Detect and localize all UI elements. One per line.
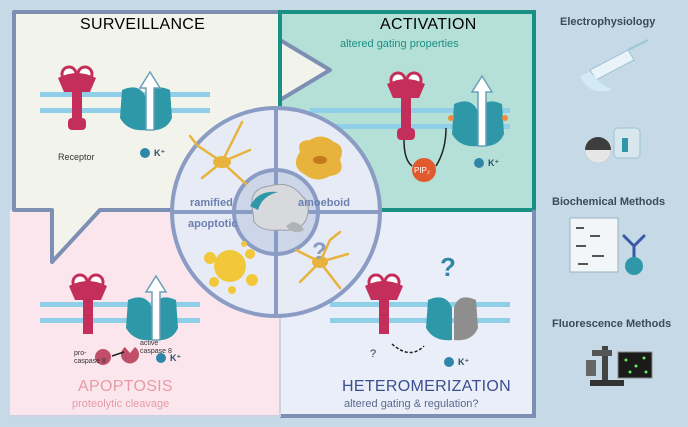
amoeboid-nucleus: [313, 156, 327, 164]
active-caspase-shape: [121, 347, 139, 364]
electrode-setup-icon: [585, 127, 641, 163]
channel-surveillance: [120, 70, 172, 131]
active-caspase-label: active caspase 8: [140, 340, 172, 355]
activation-subtitle: altered gating properties: [340, 38, 459, 50]
channel-apoptosis: [126, 274, 178, 341]
receptor-heteromerization: [365, 273, 403, 334]
unknown-microglia: [294, 230, 350, 290]
receptor-label: Receptor: [58, 152, 95, 162]
heteromer-unknown-mark: ?: [370, 348, 377, 360]
apoptotic-label: apoptotic: [188, 218, 238, 230]
heteromerization-frame: [280, 210, 536, 418]
receptor-activation: [387, 71, 425, 140]
fluorescence-monitor-icon: [617, 351, 653, 379]
biochemical-methods-label: Biochemical Methods: [552, 196, 666, 208]
channel-activation: [448, 74, 508, 147]
electrophysiology-label: Electrophysiology: [560, 16, 656, 28]
apoptotic-microglia: [204, 241, 258, 294]
heteromer-big-question: ?: [440, 252, 456, 282]
membrane-heteromerization: [330, 302, 510, 323]
receptor-apoptosis: [69, 273, 107, 334]
k-ion-apoptosis: [156, 353, 166, 363]
heteromerization-subtitle: altered gating & regulation?: [344, 398, 479, 410]
apoptosis-title: APOPTOSIS: [78, 378, 173, 395]
western-blot-icon: [569, 217, 619, 273]
heteromer-ion-label: K⁺: [458, 357, 470, 367]
receptor-surveillance: [58, 65, 96, 130]
heteromerization-title: HETEROMERIZATION: [342, 378, 511, 395]
apoptosis-ion-label: K⁺: [170, 353, 182, 363]
fluorescence-methods-label: Fluorescence Methods: [552, 318, 672, 330]
k-ion-activation: [474, 158, 484, 168]
activation-ion-label: K⁺: [488, 158, 500, 168]
activation-title: ACTIVATION: [380, 16, 477, 33]
pip2-arrow-in: [403, 139, 413, 167]
ramified-microglia: [188, 120, 252, 186]
k-ion-heteromerization: [444, 357, 454, 367]
amoeboid-label: amoeboid: [298, 197, 350, 209]
unknown-state-question: ?: [312, 238, 327, 265]
membrane-apoptosis: [40, 302, 200, 323]
patch-pipette-icon: [580, 39, 649, 92]
k-ion-surveillance: [140, 148, 150, 158]
apoptosis-subtitle: proteolytic cleavage: [72, 398, 170, 410]
surveillance-title: SURVEILLANCE: [80, 16, 206, 33]
pip2-label: PIP₂: [414, 166, 430, 175]
surveillance-ion-label: K⁺: [154, 148, 166, 158]
pip2-arrow-out: [435, 127, 447, 167]
procaspase-label: pro- caspase 8: [74, 350, 106, 365]
ramified-label: ramified: [190, 197, 233, 209]
pip2-circle: [412, 158, 436, 182]
antibody-icon: [622, 234, 646, 275]
caspase-arrow: [111, 351, 125, 357]
procaspase-shape: [95, 349, 111, 365]
channel-heteromer: [426, 297, 478, 341]
brain-icon: [250, 183, 309, 233]
microscope-icon: [586, 346, 624, 386]
